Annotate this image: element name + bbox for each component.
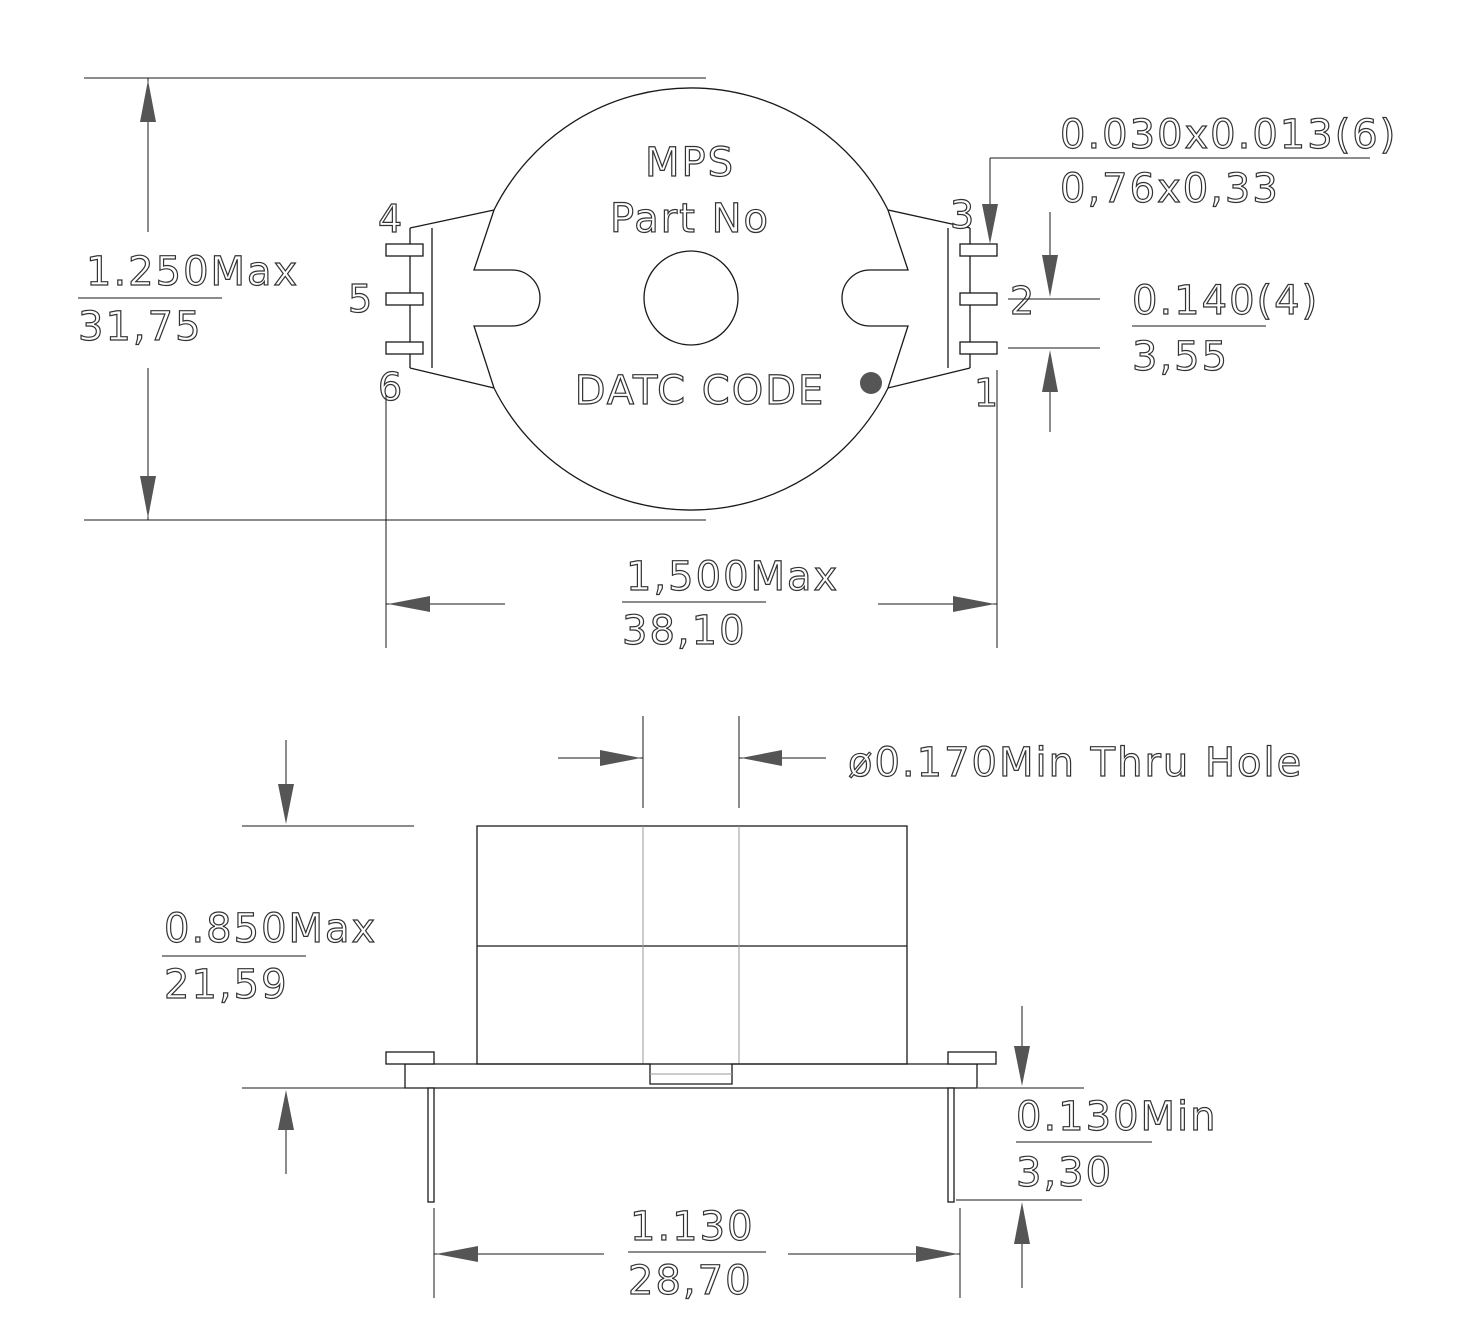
lead-length-metric: 3,30	[1016, 1150, 1113, 1196]
dimension-lead-span: 1.130 28,70	[433, 1203, 961, 1305]
top-view: MPS Part No DATC CODE 4 5 6 3 2 1 1.250M…	[77, 77, 1397, 655]
dimension-lead-length: 0.130Min 3,30	[956, 1006, 1218, 1288]
dimension-thru-hole: ø0.170Min Thru Hole	[558, 739, 1303, 787]
dimension-body-height: 1.250Max 31,75	[77, 77, 706, 521]
marking-mps: MPS	[645, 140, 735, 186]
pin-number-1: 1	[974, 371, 1000, 415]
pitch-metric: 3,55	[1132, 334, 1229, 380]
dimension-lead-pitch: 0.140(4) 3,55	[1008, 212, 1319, 432]
height-metric: 31,75	[78, 304, 203, 350]
lead-length-imperial: 0.130Min	[1016, 1094, 1218, 1140]
side-height-imperial: 0.850Max	[164, 906, 377, 952]
lead-pin-4	[385, 243, 424, 257]
pitch-imperial: 0.140(4)	[1132, 278, 1319, 324]
width-imperial: 1,500Max	[626, 554, 839, 600]
pin-number-2: 2	[1010, 279, 1036, 323]
dimension-body-width: 1,500Max 38,10	[385, 370, 998, 655]
side-height-metric: 21,59	[164, 962, 289, 1008]
marking-datc-code: DATC CODE	[575, 368, 826, 414]
dimension-side-height: 0.850Max 21,59	[162, 740, 414, 1174]
callout-lead-size: 0.030x0.013(6) 0,76x0,33	[982, 111, 1397, 244]
lead-pin-6	[385, 341, 424, 355]
left-standoff-pad	[385, 1051, 435, 1065]
side-view: ø0.170Min Thru Hole 0.850Max 21,59 0.130…	[162, 716, 1303, 1305]
left-lead	[427, 1087, 435, 1203]
pin-number-3: 3	[950, 193, 976, 237]
right-standoff-pad	[947, 1051, 997, 1065]
hole-label: ø0.170Min Thru Hole	[848, 740, 1303, 786]
pin-one-marker	[860, 372, 882, 394]
side-body-outline	[476, 825, 908, 1065]
height-imperial: 1.250Max	[86, 249, 299, 295]
lead-pin-3	[959, 243, 998, 257]
pin-number-4: 4	[378, 197, 404, 241]
base-plate	[404, 1063, 978, 1089]
left-header	[385, 209, 495, 389]
lead-pin-1	[959, 341, 998, 355]
lead-span-metric: 28,70	[628, 1258, 753, 1304]
center-hole	[643, 250, 739, 346]
right-lead	[947, 1087, 955, 1203]
pin-number-6: 6	[378, 365, 404, 409]
lead-pin-5	[385, 292, 424, 306]
width-metric: 38,10	[622, 608, 747, 654]
lead-span-imperial: 1.130	[630, 1204, 755, 1250]
marking-part-no: Part No	[610, 196, 770, 242]
lead-size-metric: 0,76x0,33	[1060, 166, 1280, 212]
lead-size-imperial: 0.030x0.013(6)	[1060, 112, 1397, 158]
lead-pin-2	[959, 292, 998, 306]
pin-number-5: 5	[348, 277, 374, 321]
right-header	[887, 209, 998, 389]
